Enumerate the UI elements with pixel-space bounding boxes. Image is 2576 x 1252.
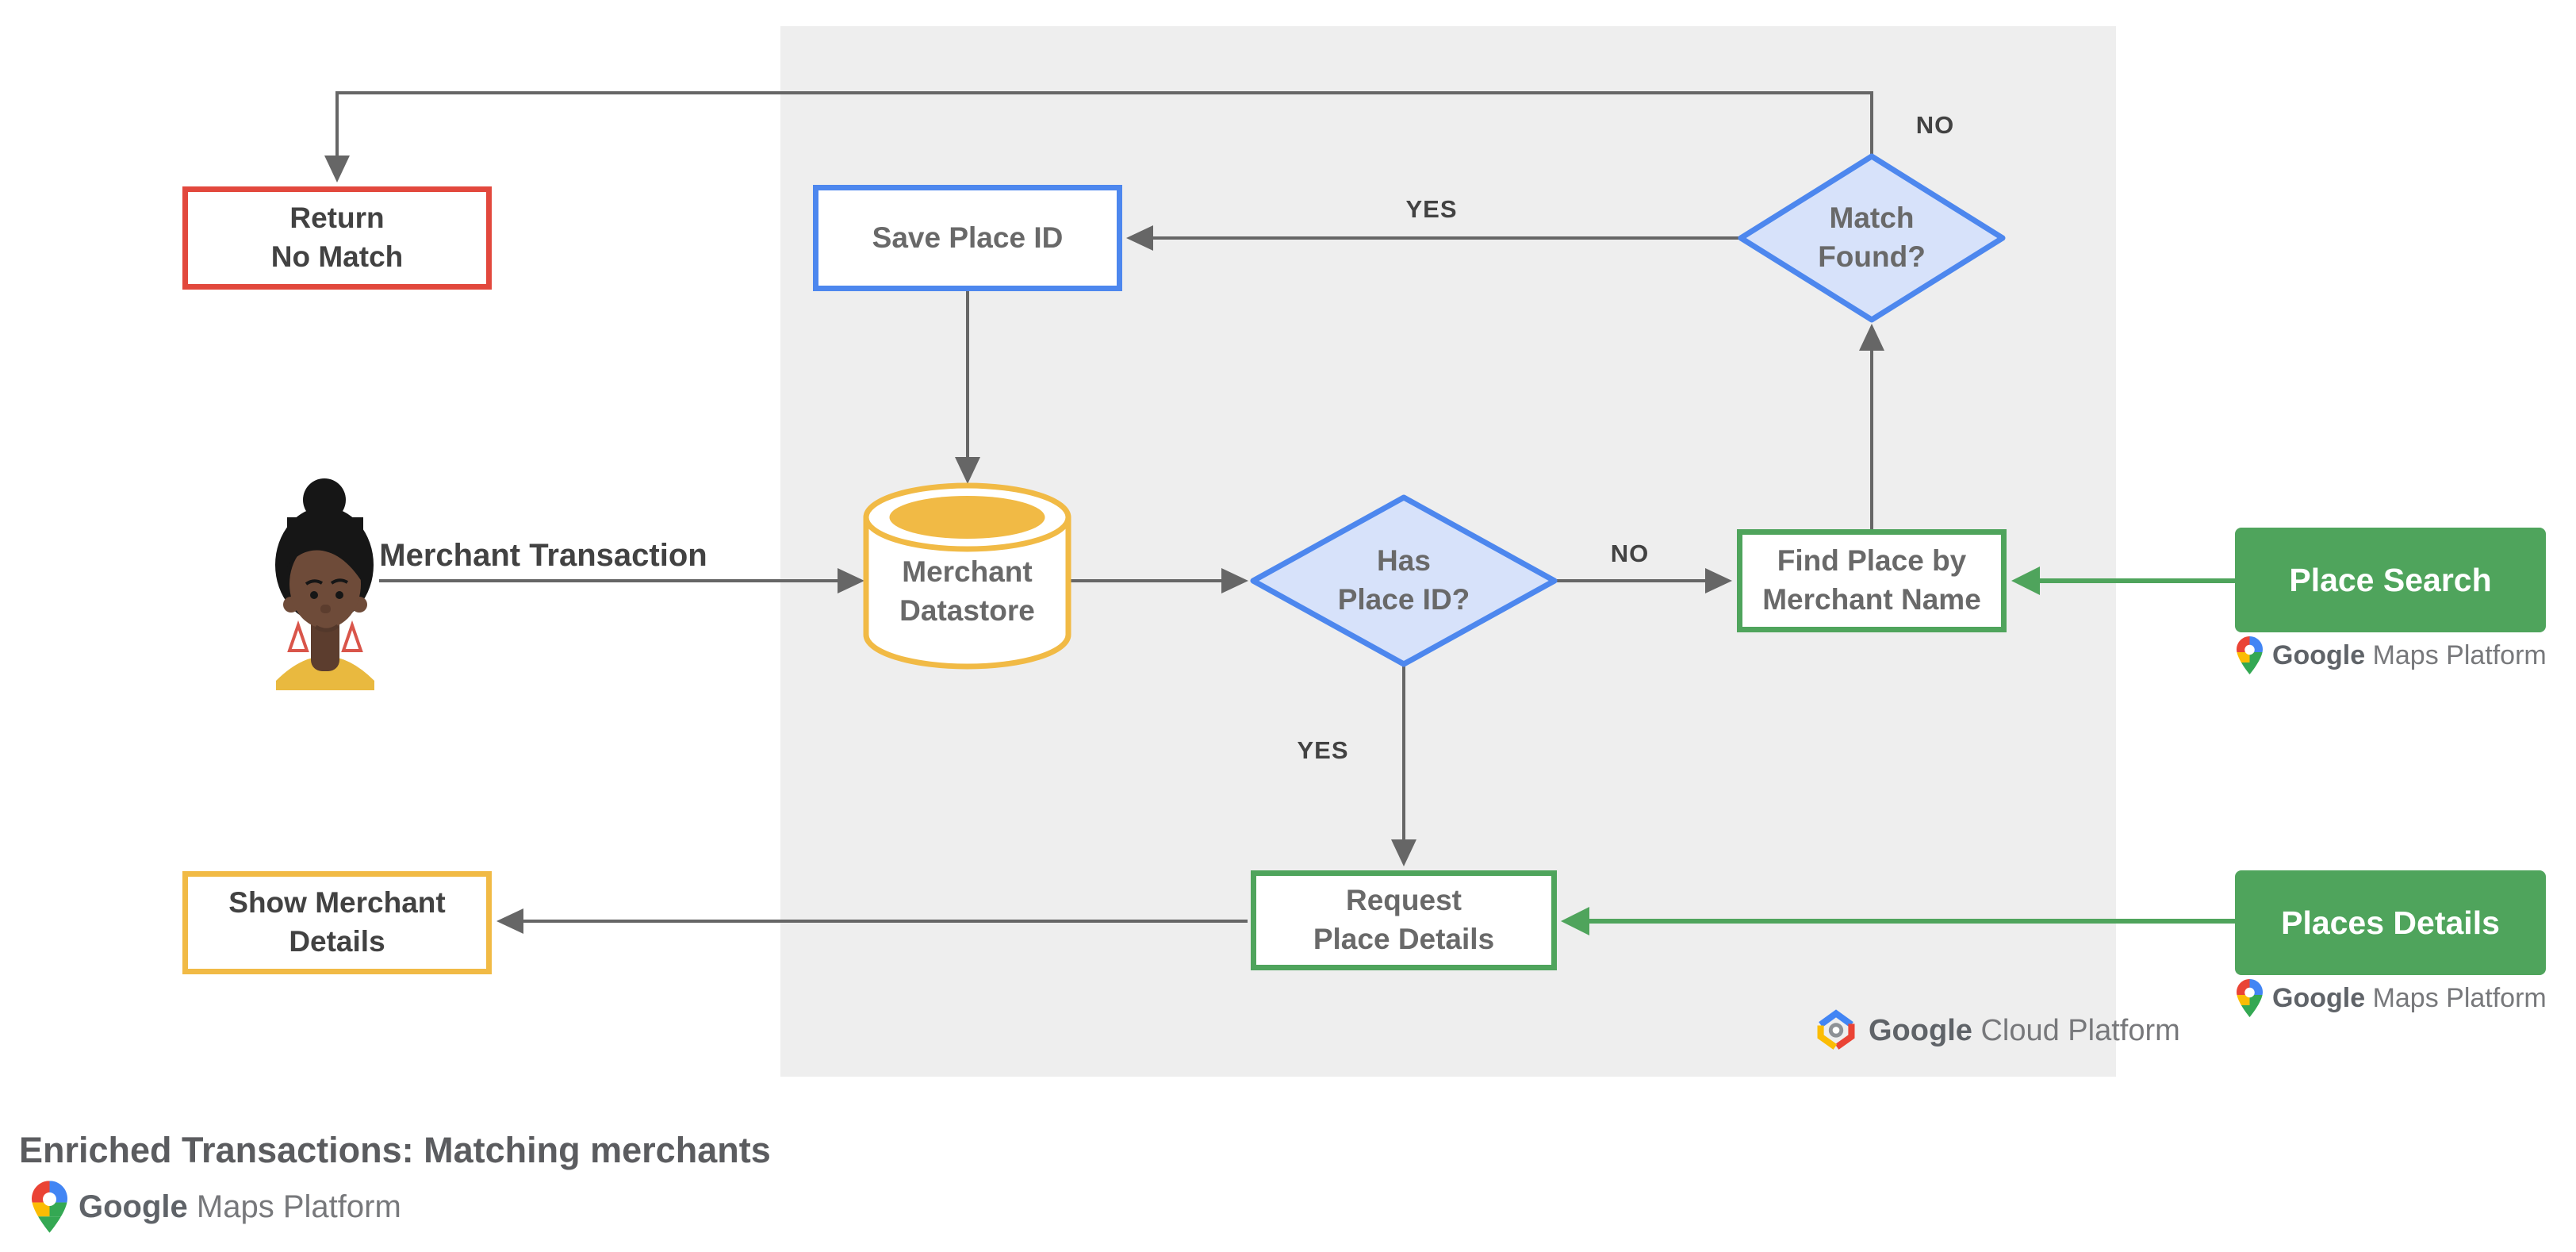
cylinder-body	[863, 517, 1071, 670]
google-maps-platform-logo: Google Maps Platform	[2237, 979, 2547, 1017]
maps-pin-icon	[2237, 636, 2263, 674]
has-place-id-label: Has Place ID?	[1337, 544, 1470, 616]
arrowhead	[955, 457, 980, 484]
green-edges	[1589, 578, 2235, 924]
node-label: Return	[289, 202, 385, 235]
avatar-face	[289, 540, 361, 628]
yes-label-has-place-id: YES	[1297, 736, 1349, 764]
gray-arrowheads	[324, 156, 1884, 934]
arrowhead	[838, 568, 864, 593]
arrowhead	[1126, 225, 1153, 251]
google-maps-platform-logo: Google Maps Platform	[32, 1181, 401, 1233]
save-place-id-node: Save Place ID	[813, 185, 1122, 291]
no-label-match-found: NO	[1915, 111, 1955, 139]
merchant-datastore-label: Merchant Datastore	[899, 555, 1035, 627]
gray-edges	[335, 91, 1873, 923]
no-label-has-place-id: NO	[1610, 540, 1650, 567]
edge-matchfound-no	[335, 91, 1873, 156]
merchant-transaction-label: Merchant Transaction	[379, 538, 707, 573]
arrowhead	[1391, 839, 1416, 866]
maps-pin-icon	[2237, 979, 2263, 1017]
cloud-hexagon-icon	[1815, 1009, 1857, 1052]
avatar-earring-left	[287, 620, 309, 652]
place-search-api-box: Place Search	[2235, 528, 2546, 632]
yes-label-match-found: YES	[1405, 195, 1458, 223]
green-arrowheads	[1561, 566, 2040, 935]
node-label: No Match	[270, 240, 404, 273]
maps-pin-icon	[32, 1181, 67, 1233]
cylinder-top-inner	[889, 496, 1045, 539]
match-found-diamond	[1738, 153, 2006, 323]
arrowhead	[1221, 568, 1248, 593]
arrowhead	[2011, 566, 2040, 595]
match-found-label: Match Found?	[1818, 202, 1926, 273]
places-details-api-box: Places Details	[2235, 870, 2546, 975]
google-maps-platform-logo: Google Maps Platform	[2237, 636, 2547, 674]
user-avatar	[275, 478, 374, 690]
arrowhead	[324, 156, 350, 182]
find-place-by-merchant-name-node: Find Place by Merchant Name	[1737, 529, 2007, 632]
arrowhead	[496, 908, 523, 934]
arrowhead	[1705, 568, 1732, 593]
diagram-title: Enriched Transactions: Matching merchant…	[19, 1130, 771, 1170]
arrowhead	[1561, 907, 1589, 935]
arrowhead	[1859, 324, 1884, 351]
avatar-shirt	[276, 656, 374, 690]
avatar-earring-right	[341, 620, 363, 652]
avatar-hair	[287, 517, 363, 584]
return-no-match-node: Return No Match	[182, 186, 492, 290]
merchant-datastore-cylinder	[863, 482, 1071, 670]
node-label: Save Place ID	[872, 221, 1064, 254]
google-cloud-platform-logo: Google Cloud Platform	[1815, 1009, 2180, 1052]
has-place-id-diamond	[1250, 494, 1558, 667]
request-place-details-node: Request Place Details	[1251, 870, 1557, 970]
show-merchant-details-node: Show Merchant Details	[182, 871, 492, 974]
